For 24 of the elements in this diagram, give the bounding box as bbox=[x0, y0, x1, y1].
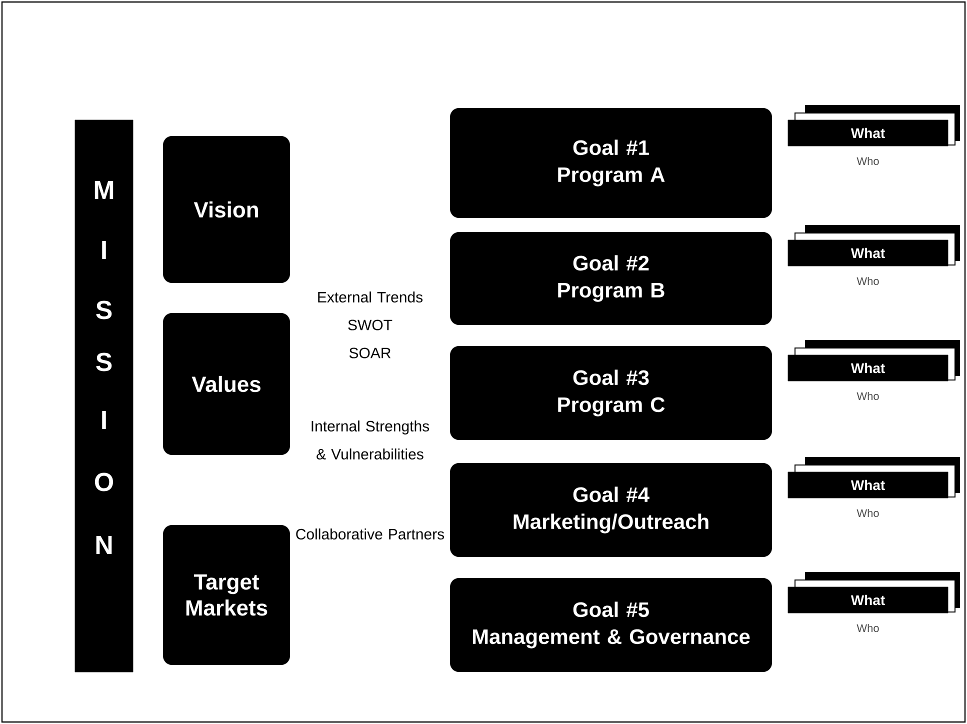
goal-box: Goal #5 Management & Governance bbox=[450, 578, 772, 672]
analysis-label: External Trends bbox=[318, 292, 423, 302]
card-stack: What bbox=[788, 225, 960, 266]
card-stack: What bbox=[788, 105, 960, 146]
category-box: Values bbox=[163, 313, 290, 455]
analysis-label: SWOT bbox=[348, 320, 392, 330]
goal-box: Goal #1 Program A bbox=[450, 108, 772, 218]
goal-box: Goal #4 Marketing/Outreach bbox=[450, 463, 772, 557]
card-caption: Who bbox=[856, 508, 879, 518]
card-caption: Who bbox=[856, 276, 879, 286]
analysis-label: Collaborative Partners bbox=[296, 528, 444, 540]
card-caption: Who bbox=[856, 156, 879, 166]
category-box: Target Markets bbox=[163, 525, 290, 665]
card-caption: Who bbox=[856, 624, 879, 632]
goal-box: Goal #2 Program B bbox=[450, 232, 772, 325]
analysis-label: Internal Strengths & Vulnerabilities bbox=[312, 420, 430, 460]
analysis-label: SOAR bbox=[349, 348, 391, 358]
card-stack: What bbox=[788, 572, 960, 614]
card-stack: What bbox=[788, 340, 960, 382]
card-stack: What bbox=[788, 457, 960, 498]
category-box: Vision bbox=[163, 136, 290, 283]
card-caption: Who bbox=[856, 392, 879, 400]
mission-bar: M I S S I O N bbox=[74, 120, 134, 672]
goal-box: Goal #3 Program C bbox=[450, 346, 772, 440]
